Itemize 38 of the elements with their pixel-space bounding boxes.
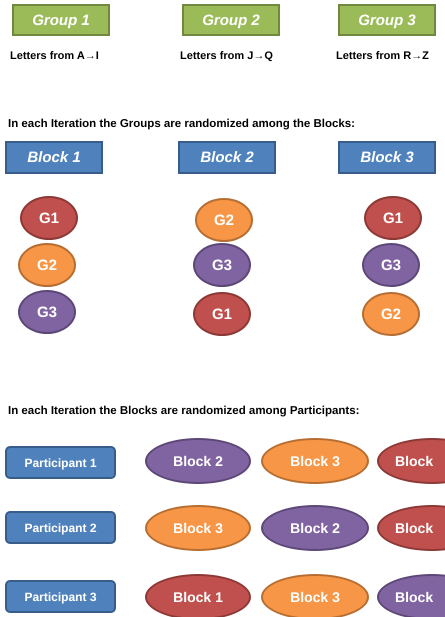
box-label: Block 1	[27, 149, 81, 166]
shape-label: Block 2	[290, 520, 340, 536]
box-label: Block 2	[200, 149, 254, 166]
box-label: Participant 3	[24, 590, 97, 604]
shape-label: G2	[380, 306, 401, 322]
shape-label: G3	[212, 256, 232, 274]
shape-label: Block 2	[173, 453, 223, 469]
shape-label: G3	[380, 256, 401, 274]
block-box	[178, 141, 276, 174]
box-label: Group 3	[358, 12, 416, 28]
box-label: Group 1	[32, 12, 90, 28]
shape-label: Block	[395, 589, 434, 605]
participant-box	[5, 446, 116, 479]
block-box	[338, 141, 436, 174]
block-box	[5, 141, 103, 174]
box-label: Participant 1	[24, 456, 97, 470]
shape-label: G1	[212, 306, 232, 322]
shape-label: G3	[36, 304, 57, 320]
participant-box	[5, 511, 116, 544]
section-heading: In each Iteration the Blocks are randomized among Participants:	[8, 405, 360, 417]
shape-label: G1	[382, 210, 403, 226]
section-heading: In each Iteration the Groups are randomized among the Blocks:	[8, 118, 355, 130]
group-label: Letters from A→I	[10, 50, 99, 62]
group-label: Letters from R→Z	[336, 50, 429, 62]
box-label: Group 2	[202, 12, 260, 28]
shape-label: Block	[395, 520, 434, 536]
shape-label: Block 3	[173, 520, 223, 536]
shape-label: G2	[214, 212, 234, 228]
box-label: Block 3	[360, 149, 414, 166]
shape-label: G1	[38, 210, 59, 226]
participant-box	[5, 580, 116, 613]
shape-label: G2	[36, 256, 57, 274]
shape-label: Block	[395, 453, 434, 469]
group-label: Letters from J→Q	[180, 50, 273, 62]
box-label: Participant 2	[24, 520, 97, 534]
shape-label: Block 3	[290, 453, 340, 469]
shape-label: Block 1	[173, 589, 223, 605]
shape-label: Block 3	[290, 589, 340, 605]
